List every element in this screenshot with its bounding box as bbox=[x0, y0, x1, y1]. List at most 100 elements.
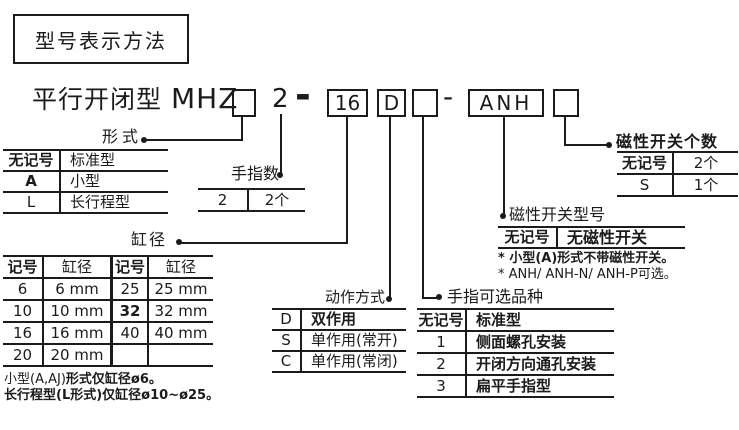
callout-finger-option: 手指可选品种 bbox=[447, 287, 544, 306]
table-row: 10 10 mm 32 32 mm bbox=[3, 299, 213, 321]
finger-option-code: 2 bbox=[417, 354, 467, 374]
section-title-box: 型号表示方法 bbox=[13, 14, 189, 64]
bore-size: 20 mm bbox=[44, 345, 113, 365]
bore-note-1-bold: 形式仅缸径ø6。 bbox=[65, 372, 162, 387]
table-row: 6 6 mm 25 25 mm bbox=[3, 277, 213, 299]
table-row: 2 2个 bbox=[198, 188, 305, 210]
table-row: 20 20 mm bbox=[3, 343, 213, 365]
bore-header: 缸径 bbox=[165, 257, 196, 276]
table-row: 无记号 2个 bbox=[617, 151, 738, 173]
bore-code: 25 bbox=[113, 279, 149, 299]
bore-code-box: 16 bbox=[327, 89, 368, 117]
switch-qty-label: 2个 bbox=[693, 153, 719, 172]
table-row: 2 开闭方向通孔安装 bbox=[417, 352, 614, 374]
action-code: S bbox=[272, 331, 302, 350]
table-row: 无记号 无磁性开关 bbox=[498, 226, 685, 247]
callout-switch-model: 磁性开关型号 bbox=[509, 205, 606, 224]
leader-line-finger-option bbox=[422, 116, 424, 299]
leader-line-switch-model bbox=[503, 116, 505, 217]
action-label: 单作用(常闭) bbox=[311, 352, 398, 370]
bore-header: 记号 bbox=[3, 257, 44, 277]
table-header-row: 记号 缸径 记号 缸径 bbox=[3, 255, 213, 277]
callout-fingers: 手指数 bbox=[231, 164, 280, 183]
callout-switch-qty: 磁性开关个数 bbox=[616, 132, 719, 151]
finger-count-label: 2个 bbox=[264, 190, 290, 209]
switch-code-box: ANH bbox=[468, 89, 544, 117]
switch-note-1: * 小型(A)形式不带磁性开关。 bbox=[498, 251, 675, 266]
bore-note-1: 小型(A,AJ)形式仅缸径ø6。 bbox=[4, 372, 162, 388]
bore-header: 记号 bbox=[113, 257, 149, 277]
bore-code: 10 bbox=[3, 301, 44, 321]
leader-dot-icon bbox=[436, 294, 442, 300]
switch-note-2: * ANH/ ANH-N/ ANH-P可选。 bbox=[498, 267, 677, 282]
leader-line-type bbox=[241, 116, 243, 141]
bore-table: 记号 缸径 记号 缸径 6 6 mm 25 25 mm 10 10 mm 32 … bbox=[3, 255, 213, 367]
leader-line-type bbox=[146, 139, 243, 141]
type-code: 无记号 bbox=[3, 151, 61, 170]
table-row: A 小型 bbox=[3, 170, 168, 191]
leader-line-fingers bbox=[280, 114, 282, 176]
bore-size bbox=[149, 345, 213, 365]
switch-model-table: 无记号 无磁性开关 bbox=[498, 226, 685, 249]
type-label: 长行程型 bbox=[70, 193, 131, 211]
type-label: 标准型 bbox=[70, 151, 116, 169]
bore-code: 32 bbox=[113, 301, 149, 321]
action-code-box: D bbox=[377, 89, 406, 117]
finger-option-label: 侧面螺孔安装 bbox=[476, 332, 567, 351]
switch-qty-code: S bbox=[617, 175, 674, 195]
table-row: S 单作用(常开) bbox=[272, 329, 406, 350]
action-code: D bbox=[272, 310, 302, 329]
switch-code-value: ANH bbox=[479, 91, 533, 115]
finger-option-table: 无记号 标准型 1 侧面螺孔安装 2 开闭方向通孔安装 3 扁平手指型 bbox=[417, 308, 614, 398]
finger-option-code: 无记号 bbox=[417, 310, 467, 330]
leader-dot-icon bbox=[500, 213, 506, 219]
table-row: 1 侧面螺孔安装 bbox=[417, 330, 614, 352]
leader-dot-icon bbox=[386, 296, 392, 302]
type-code: L bbox=[3, 193, 61, 212]
bore-size: 25 mm bbox=[154, 279, 208, 298]
switch-qty-label: 1个 bbox=[693, 175, 719, 194]
option-code-box bbox=[412, 89, 438, 117]
table-row: 无记号 标准型 bbox=[417, 308, 614, 330]
bore-code: 16 bbox=[3, 323, 44, 343]
leader-line-finger-option bbox=[422, 297, 440, 299]
series-name: 平行开闭型 bbox=[32, 85, 163, 114]
table-row: C 单作用(常闭) bbox=[272, 350, 406, 371]
callout-action: 动作方式 bbox=[325, 288, 386, 306]
bore-code: 6 bbox=[3, 279, 44, 299]
finger-option-code: 3 bbox=[417, 376, 467, 396]
finger-count-table: 2 2个 bbox=[198, 188, 305, 212]
finger-option-code: 1 bbox=[417, 332, 467, 352]
bore-size: 40 mm bbox=[154, 323, 208, 342]
switch-qty-code-box bbox=[553, 89, 579, 117]
callout-bore: 缸径 bbox=[131, 230, 168, 249]
series-code: MHZ bbox=[171, 82, 239, 115]
switch-model-code: 无记号 bbox=[498, 228, 558, 247]
bore-size: 10 mm bbox=[44, 301, 113, 321]
table-row: 3 扁平手指型 bbox=[417, 374, 614, 396]
finger-option-label: 开闭方向通孔安装 bbox=[476, 354, 597, 373]
switch-qty-code: 无记号 bbox=[617, 153, 674, 173]
bore-header: 缸径 bbox=[44, 257, 113, 277]
model-hyphen: - bbox=[443, 80, 454, 113]
action-code-value: D bbox=[383, 91, 400, 115]
callout-type: 形式 bbox=[102, 127, 143, 146]
bore-note-2: 长行程型(L形式)仅缸径ø10~ø25。 bbox=[4, 388, 220, 403]
finger-count-code: 2 bbox=[272, 84, 289, 114]
leader-arrow-icon bbox=[606, 142, 612, 148]
bore-size: 6 mm bbox=[44, 279, 113, 299]
bore-code: 20 bbox=[3, 345, 44, 365]
action-label: 单作用(常开) bbox=[311, 331, 398, 349]
bore-size: 32 mm bbox=[154, 301, 208, 320]
action-code: C bbox=[272, 352, 302, 371]
switch-qty-table: 无记号 2个 S 1个 bbox=[617, 151, 738, 197]
table-row: D 双作用 bbox=[272, 308, 406, 329]
finger-option-label: 标准型 bbox=[476, 310, 522, 329]
finger-option-label: 扁平手指型 bbox=[476, 376, 552, 395]
bore-code bbox=[113, 345, 149, 365]
leader-dot-icon bbox=[176, 239, 182, 245]
finger-count-code: 2 bbox=[198, 190, 249, 210]
table-row: 无记号 标准型 bbox=[3, 149, 168, 170]
action-table: D 双作用 S 单作用(常开) C 单作用(常闭) bbox=[272, 308, 406, 373]
